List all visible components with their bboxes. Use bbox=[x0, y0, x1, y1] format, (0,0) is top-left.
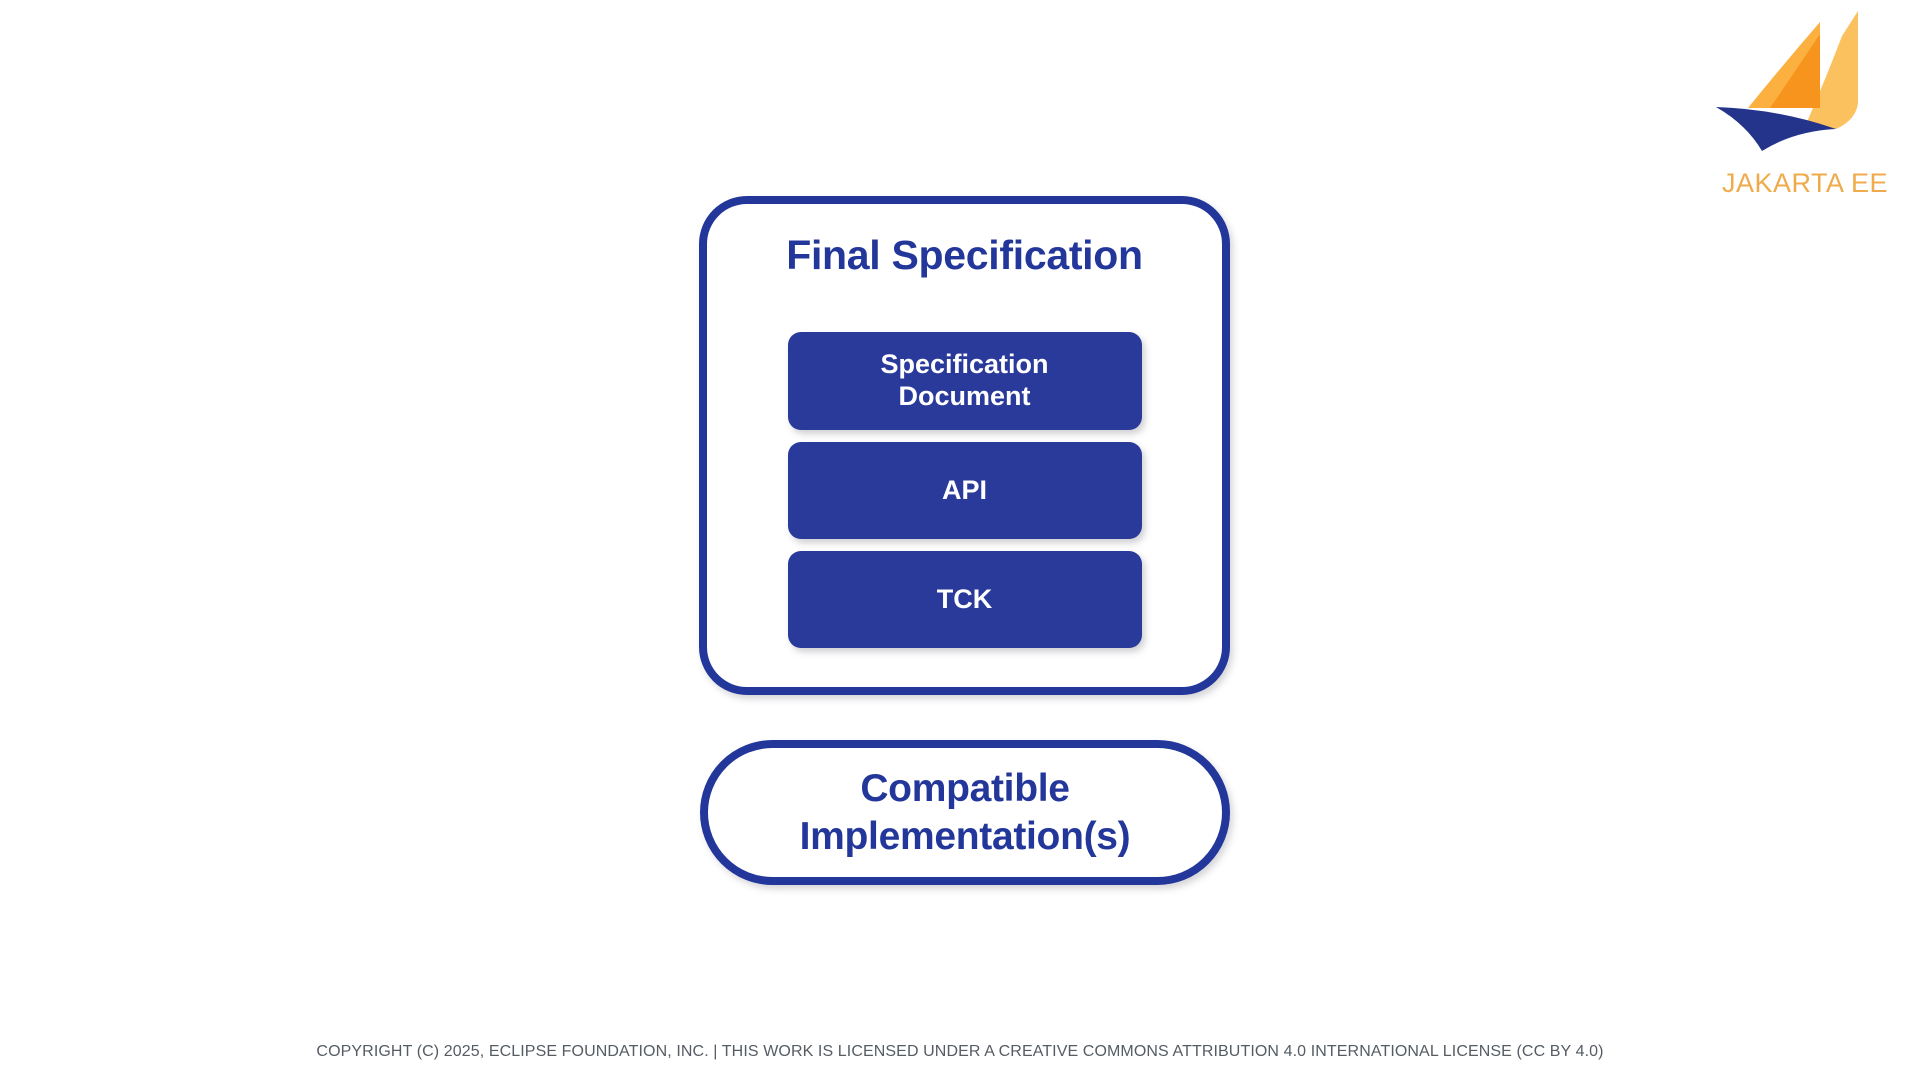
copyright-footer: COPYRIGHT (C) 2025, ECLIPSE FOUNDATION, … bbox=[316, 1043, 1604, 1060]
compatible-implementations-label: Compatible Implementation(s) bbox=[782, 765, 1149, 860]
spec-box-api: API bbox=[787, 442, 1142, 539]
compatible-implementations-pill: Compatible Implementation(s) bbox=[700, 740, 1230, 885]
final-specification-item-list: Specification Document API TCK bbox=[707, 332, 1222, 660]
compatible-implementations-line1: Compatible bbox=[860, 766, 1070, 810]
spec-box-tck: TCK bbox=[787, 551, 1142, 648]
final-specification-container: Final Specification Specification Docume… bbox=[699, 196, 1230, 695]
spec-box-label: Specification Document bbox=[880, 349, 1048, 413]
jakarta-ee-sailboat-logo-icon bbox=[1716, 11, 1858, 151]
spec-box-label-line2: Document bbox=[898, 381, 1031, 411]
jakarta-ee-wordmark: JAKARTA EE bbox=[1721, 168, 1889, 198]
final-specification-title: Final Specification bbox=[786, 232, 1143, 278]
spec-box-label: API bbox=[941, 474, 987, 505]
spec-box-label-line1: Specification bbox=[880, 349, 1049, 380]
jakarta-ee-logo: JAKARTA EE bbox=[1700, 8, 1910, 203]
spec-box-specification-document: Specification Document bbox=[787, 332, 1142, 430]
compatible-implementations-line2: Implementation(s) bbox=[799, 814, 1131, 858]
spec-box-label: TCK bbox=[936, 583, 993, 614]
